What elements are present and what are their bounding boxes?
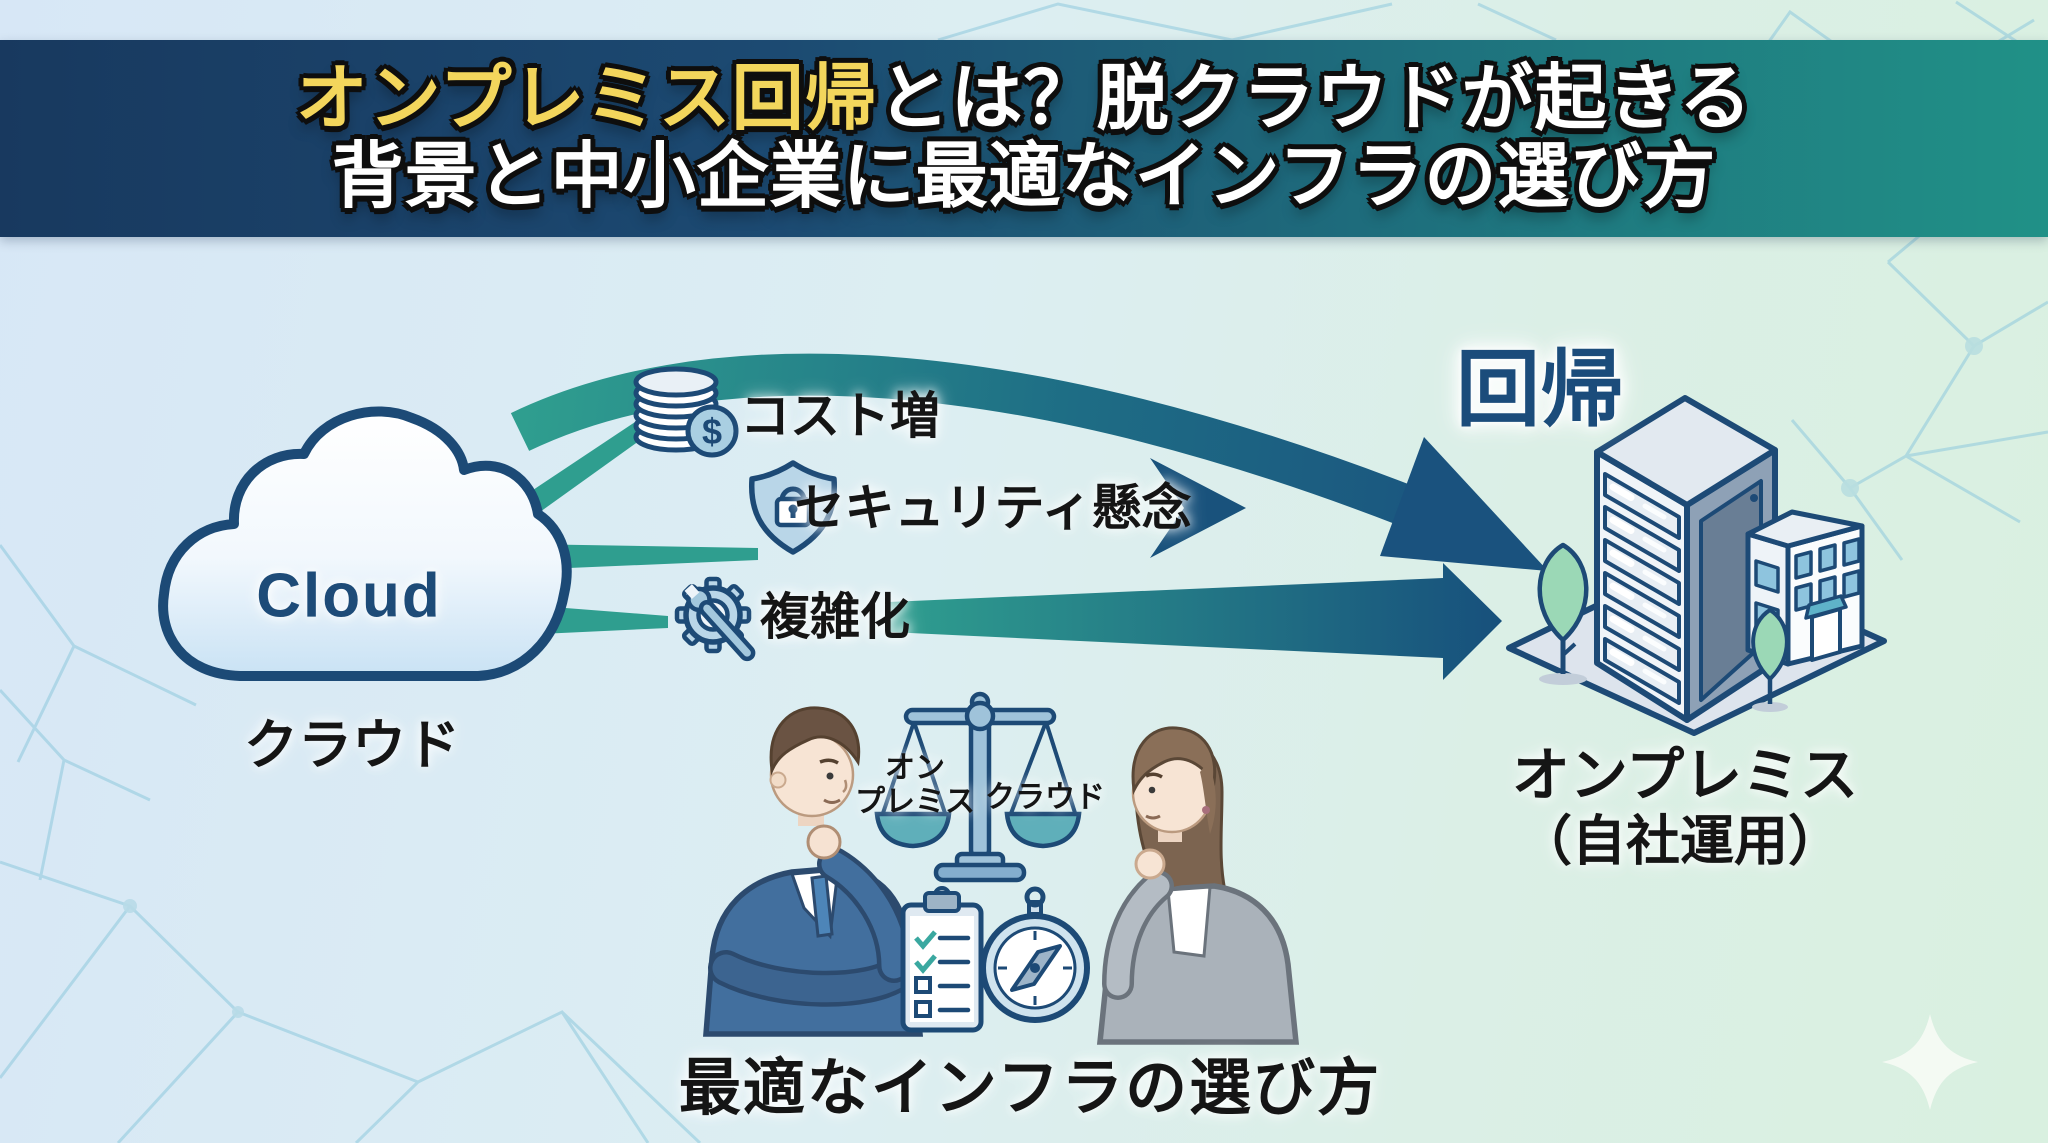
complexity-arrow: [888, 563, 1502, 680]
title-rest: とは？脱クラウドが起きる: [877, 58, 1753, 139]
onpremise-subtitle-label: （自社運用）: [1518, 811, 1842, 872]
scale-right-label: クラウド: [985, 781, 1105, 815]
shield-lock-icon: [748, 460, 838, 555]
thinking-hand: [806, 824, 842, 860]
reason-complexity-label: 複雑化: [760, 589, 910, 645]
repatriation-arrow: [510, 353, 1548, 571]
onpremise-title-label: オンプレミス: [1511, 743, 1859, 808]
coins-dollar-icon: $: [633, 366, 739, 458]
thinking-hand: [1134, 848, 1166, 880]
tree-icon: [1751, 608, 1789, 712]
page-title-line2: 背景と中小企業に最適なインフラの選び方: [331, 136, 1717, 217]
return-label: 回帰: [1455, 342, 1625, 437]
cloud-name-label: Cloud: [256, 561, 442, 631]
security-arrowhead: [1150, 458, 1246, 558]
earring-icon: [1202, 806, 1210, 814]
cloud-illustration: [158, 406, 572, 681]
checklist-icon: [900, 886, 984, 1033]
gear-wrench-icon: [674, 576, 756, 662]
onpremise-illustration: [1506, 395, 1887, 736]
title-highlight: オンプレミス回帰: [295, 58, 878, 139]
scale-left-label: オン プレミス: [855, 751, 975, 818]
page-title-line1: オンプレミス回帰とは？脱クラウドが起きる: [295, 58, 1753, 139]
compass-icon: [980, 886, 1090, 1023]
scale-left-line2: プレミス: [855, 785, 975, 818]
reason-cost-label: コスト増: [740, 388, 940, 444]
dollar-symbol: $: [702, 411, 722, 452]
server-rack: [1594, 395, 1778, 723]
title-banner: オンプレミス回帰とは？脱クラウドが起きる 背景と中小企業に最適なインフラの選び方: [0, 40, 2048, 237]
businesswoman-illustration: [1096, 726, 1300, 1045]
tree-icon: [1537, 542, 1589, 685]
cloud-caption-label: クラウド: [244, 715, 460, 776]
balance-scale-illustration: [874, 691, 1082, 883]
scale-left-line1: オン: [885, 751, 945, 785]
bottom-caption: 最適なインフラの選び方: [678, 1054, 1382, 1123]
businessman-illustration: [703, 706, 924, 1037]
reason-security-label: セキュリティ懸念: [794, 480, 1192, 536]
sparkle-icon: [1882, 1014, 1978, 1110]
